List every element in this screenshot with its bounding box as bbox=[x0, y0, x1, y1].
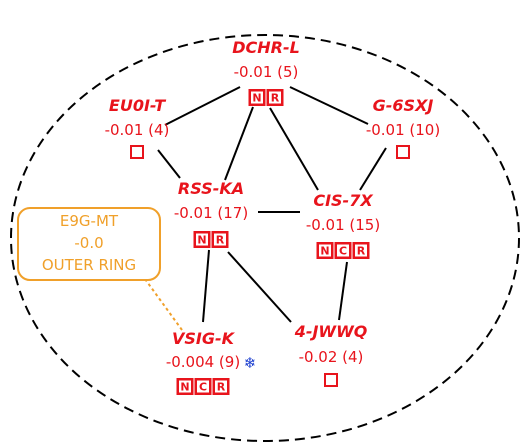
svg-text:N: N bbox=[252, 92, 261, 105]
empty-flag-icon bbox=[130, 145, 144, 159]
callout-connector bbox=[144, 278, 183, 331]
svg-text:N: N bbox=[197, 234, 206, 247]
svg-text:R: R bbox=[357, 245, 366, 258]
node-value: -0.01 (5) bbox=[234, 63, 299, 81]
empty-flag-icon bbox=[324, 373, 338, 387]
edge-dchr-g6sxj bbox=[289, 86, 369, 125]
node-name: G-6SXJ bbox=[373, 96, 434, 115]
node-value: -0.01 (17) bbox=[174, 204, 248, 222]
svg-text:C: C bbox=[199, 381, 207, 394]
svg-text:R: R bbox=[217, 381, 226, 394]
node-value: -0.02 (4) bbox=[299, 348, 364, 366]
node-name: CIS-7X bbox=[313, 191, 373, 210]
badge-n-icon: N bbox=[193, 231, 211, 248]
badge-r-icon: R bbox=[211, 231, 229, 248]
edge-dchr-cis7x bbox=[269, 107, 319, 191]
badge-n-icon: N bbox=[316, 242, 334, 259]
node-name: RSS-KA bbox=[178, 179, 244, 198]
region-boundary bbox=[10, 34, 520, 442]
edge-dchr-eu0i bbox=[164, 86, 241, 126]
node-value: -0.01 (15) bbox=[306, 216, 380, 234]
node-eu0i[interactable]: EU0I-T -0.01 (4) bbox=[105, 96, 170, 159]
svg-text:N: N bbox=[320, 245, 329, 258]
node-g6sxj[interactable]: G-6SXJ -0.01 (10) bbox=[366, 96, 440, 159]
callout-line-3: OUTER RING bbox=[42, 256, 136, 274]
edges-layer bbox=[157, 86, 387, 323]
edge-rsska-vsigk bbox=[202, 249, 210, 323]
callout: E9G-MT -0.0 OUTER RING bbox=[17, 207, 183, 331]
node-name: 4-JWWQ bbox=[294, 322, 368, 341]
badge-r-icon: R bbox=[212, 378, 230, 395]
snowflake-icon: ❄ bbox=[244, 354, 257, 372]
callout-line-1: E9G-MT bbox=[60, 212, 119, 230]
badge-r-icon: R bbox=[352, 242, 370, 259]
node-name: DCHR-L bbox=[232, 38, 300, 57]
edge-eu0i-rsska bbox=[157, 149, 181, 179]
callout-line-2: -0.0 bbox=[74, 234, 103, 252]
svg-text:C: C bbox=[339, 245, 347, 258]
badge-c-icon: C bbox=[194, 378, 212, 395]
node-jwwq[interactable]: 4-JWWQ -0.02 (4) bbox=[294, 322, 368, 387]
empty-flag-icon bbox=[396, 145, 410, 159]
node-value: -0.004 (9) bbox=[166, 353, 240, 371]
node-value: -0.01 (10) bbox=[366, 121, 440, 139]
edge-cis7x-jwwq bbox=[338, 261, 348, 321]
node-value: -0.01 (4) bbox=[105, 121, 170, 139]
badge-n-icon: N bbox=[248, 89, 266, 106]
node-name: EU0I-T bbox=[109, 96, 166, 115]
svg-text:R: R bbox=[271, 92, 280, 105]
badge-r-icon: R bbox=[266, 89, 284, 106]
edge-dchr-rsska bbox=[224, 106, 254, 181]
svg-text:R: R bbox=[216, 234, 225, 247]
edge-g6sxj-cis7x bbox=[359, 147, 387, 191]
callout-box bbox=[17, 207, 161, 281]
badge-c-icon: C bbox=[334, 242, 352, 259]
edge-rsska-jwwq bbox=[227, 251, 292, 323]
badge-n-icon: N bbox=[176, 378, 194, 395]
svg-text:N: N bbox=[180, 381, 189, 394]
node-name: VSIG-K bbox=[172, 329, 236, 348]
